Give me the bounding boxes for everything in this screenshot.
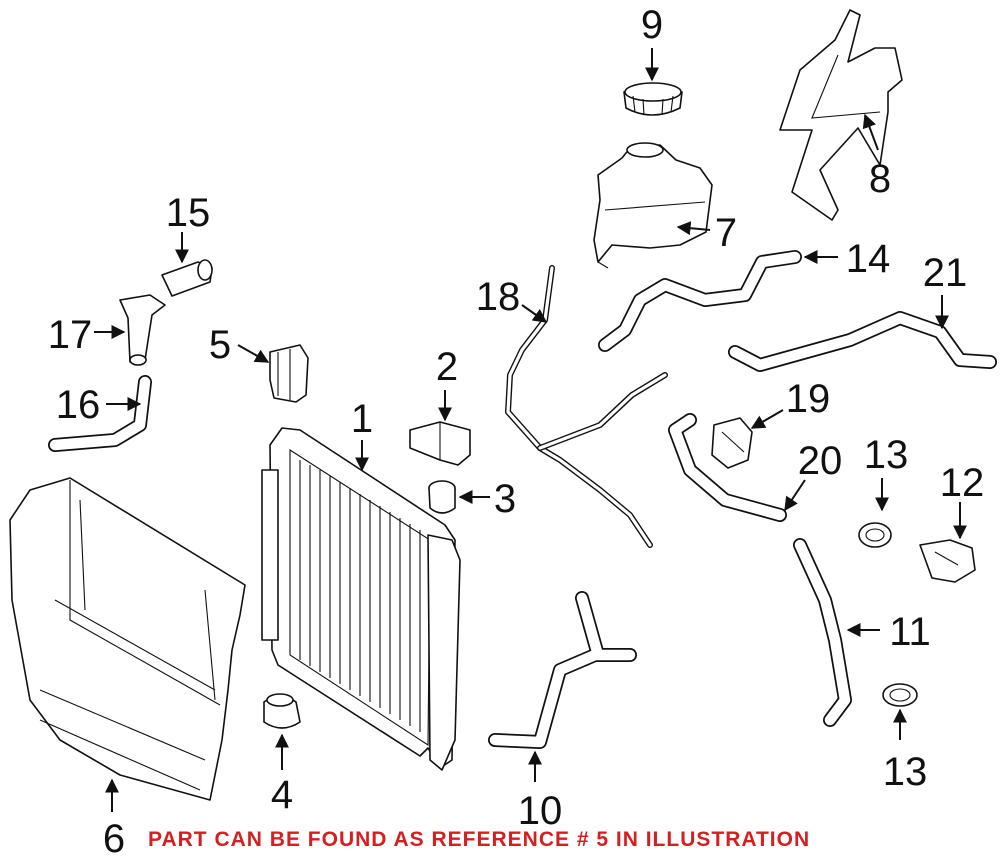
part-18-tube — [505, 265, 668, 548]
part-8-bracket-frame — [779, 9, 903, 221]
part-16-hose — [48, 375, 152, 452]
callout-4: 4 — [271, 773, 293, 817]
part-21-hose — [728, 311, 997, 372]
callout-8: 8 — [869, 157, 891, 201]
callout-12: 12 — [940, 461, 985, 505]
callout-18: 18 — [476, 275, 521, 319]
part-6-fan-shroud — [9, 477, 246, 801]
part-5-sensor — [269, 344, 309, 403]
part-3-bushing — [428, 480, 456, 514]
callout-5: 5 — [209, 323, 231, 367]
part-12-clip — [919, 539, 976, 583]
callout-21: 21 — [923, 251, 968, 295]
callout-3: 3 — [494, 477, 516, 521]
part-9-cap — [623, 82, 683, 116]
callout-labels: 1 2 3 4 5 6 7 8 9 10 11 12 13 13 14 15 1… — [48, 3, 985, 860]
callout-17: 17 — [48, 313, 93, 357]
callout-6: 6 — [103, 817, 125, 860]
callout-9: 9 — [641, 3, 663, 47]
callout-14: 14 — [846, 237, 891, 281]
part-10-hose — [488, 591, 637, 749]
part-7-reservoir — [593, 142, 713, 269]
part-19-pump — [711, 417, 753, 469]
part-2-bracket — [409, 421, 471, 466]
leader-lines — [94, 48, 967, 812]
part-13-clamp-lower — [882, 683, 918, 707]
callout-13-lower: 13 — [883, 750, 928, 794]
callout-16: 16 — [56, 383, 101, 427]
callout-7: 7 — [715, 211, 737, 255]
part-17-connector — [119, 294, 166, 366]
part-14-hose — [598, 250, 802, 352]
callout-1: 1 — [351, 397, 373, 441]
callout-11: 11 — [889, 610, 931, 654]
callout-15: 15 — [166, 191, 211, 235]
callout-19: 19 — [786, 377, 831, 421]
callout-10: 10 — [518, 789, 563, 833]
callout-2: 2 — [436, 345, 458, 389]
callout-20: 20 — [798, 439, 843, 483]
part-11-hose — [793, 538, 852, 727]
part-1-radiator — [261, 427, 461, 771]
part-20-hose — [668, 413, 787, 522]
part-4-rubber-mount — [263, 693, 301, 729]
part-15-flange — [161, 259, 213, 297]
callout-13-upper: 13 — [864, 433, 909, 477]
reference-note: PART CAN BE FOUND AS REFERENCE # 5 IN IL… — [148, 828, 811, 851]
part-13-clamp-upper — [858, 522, 892, 548]
